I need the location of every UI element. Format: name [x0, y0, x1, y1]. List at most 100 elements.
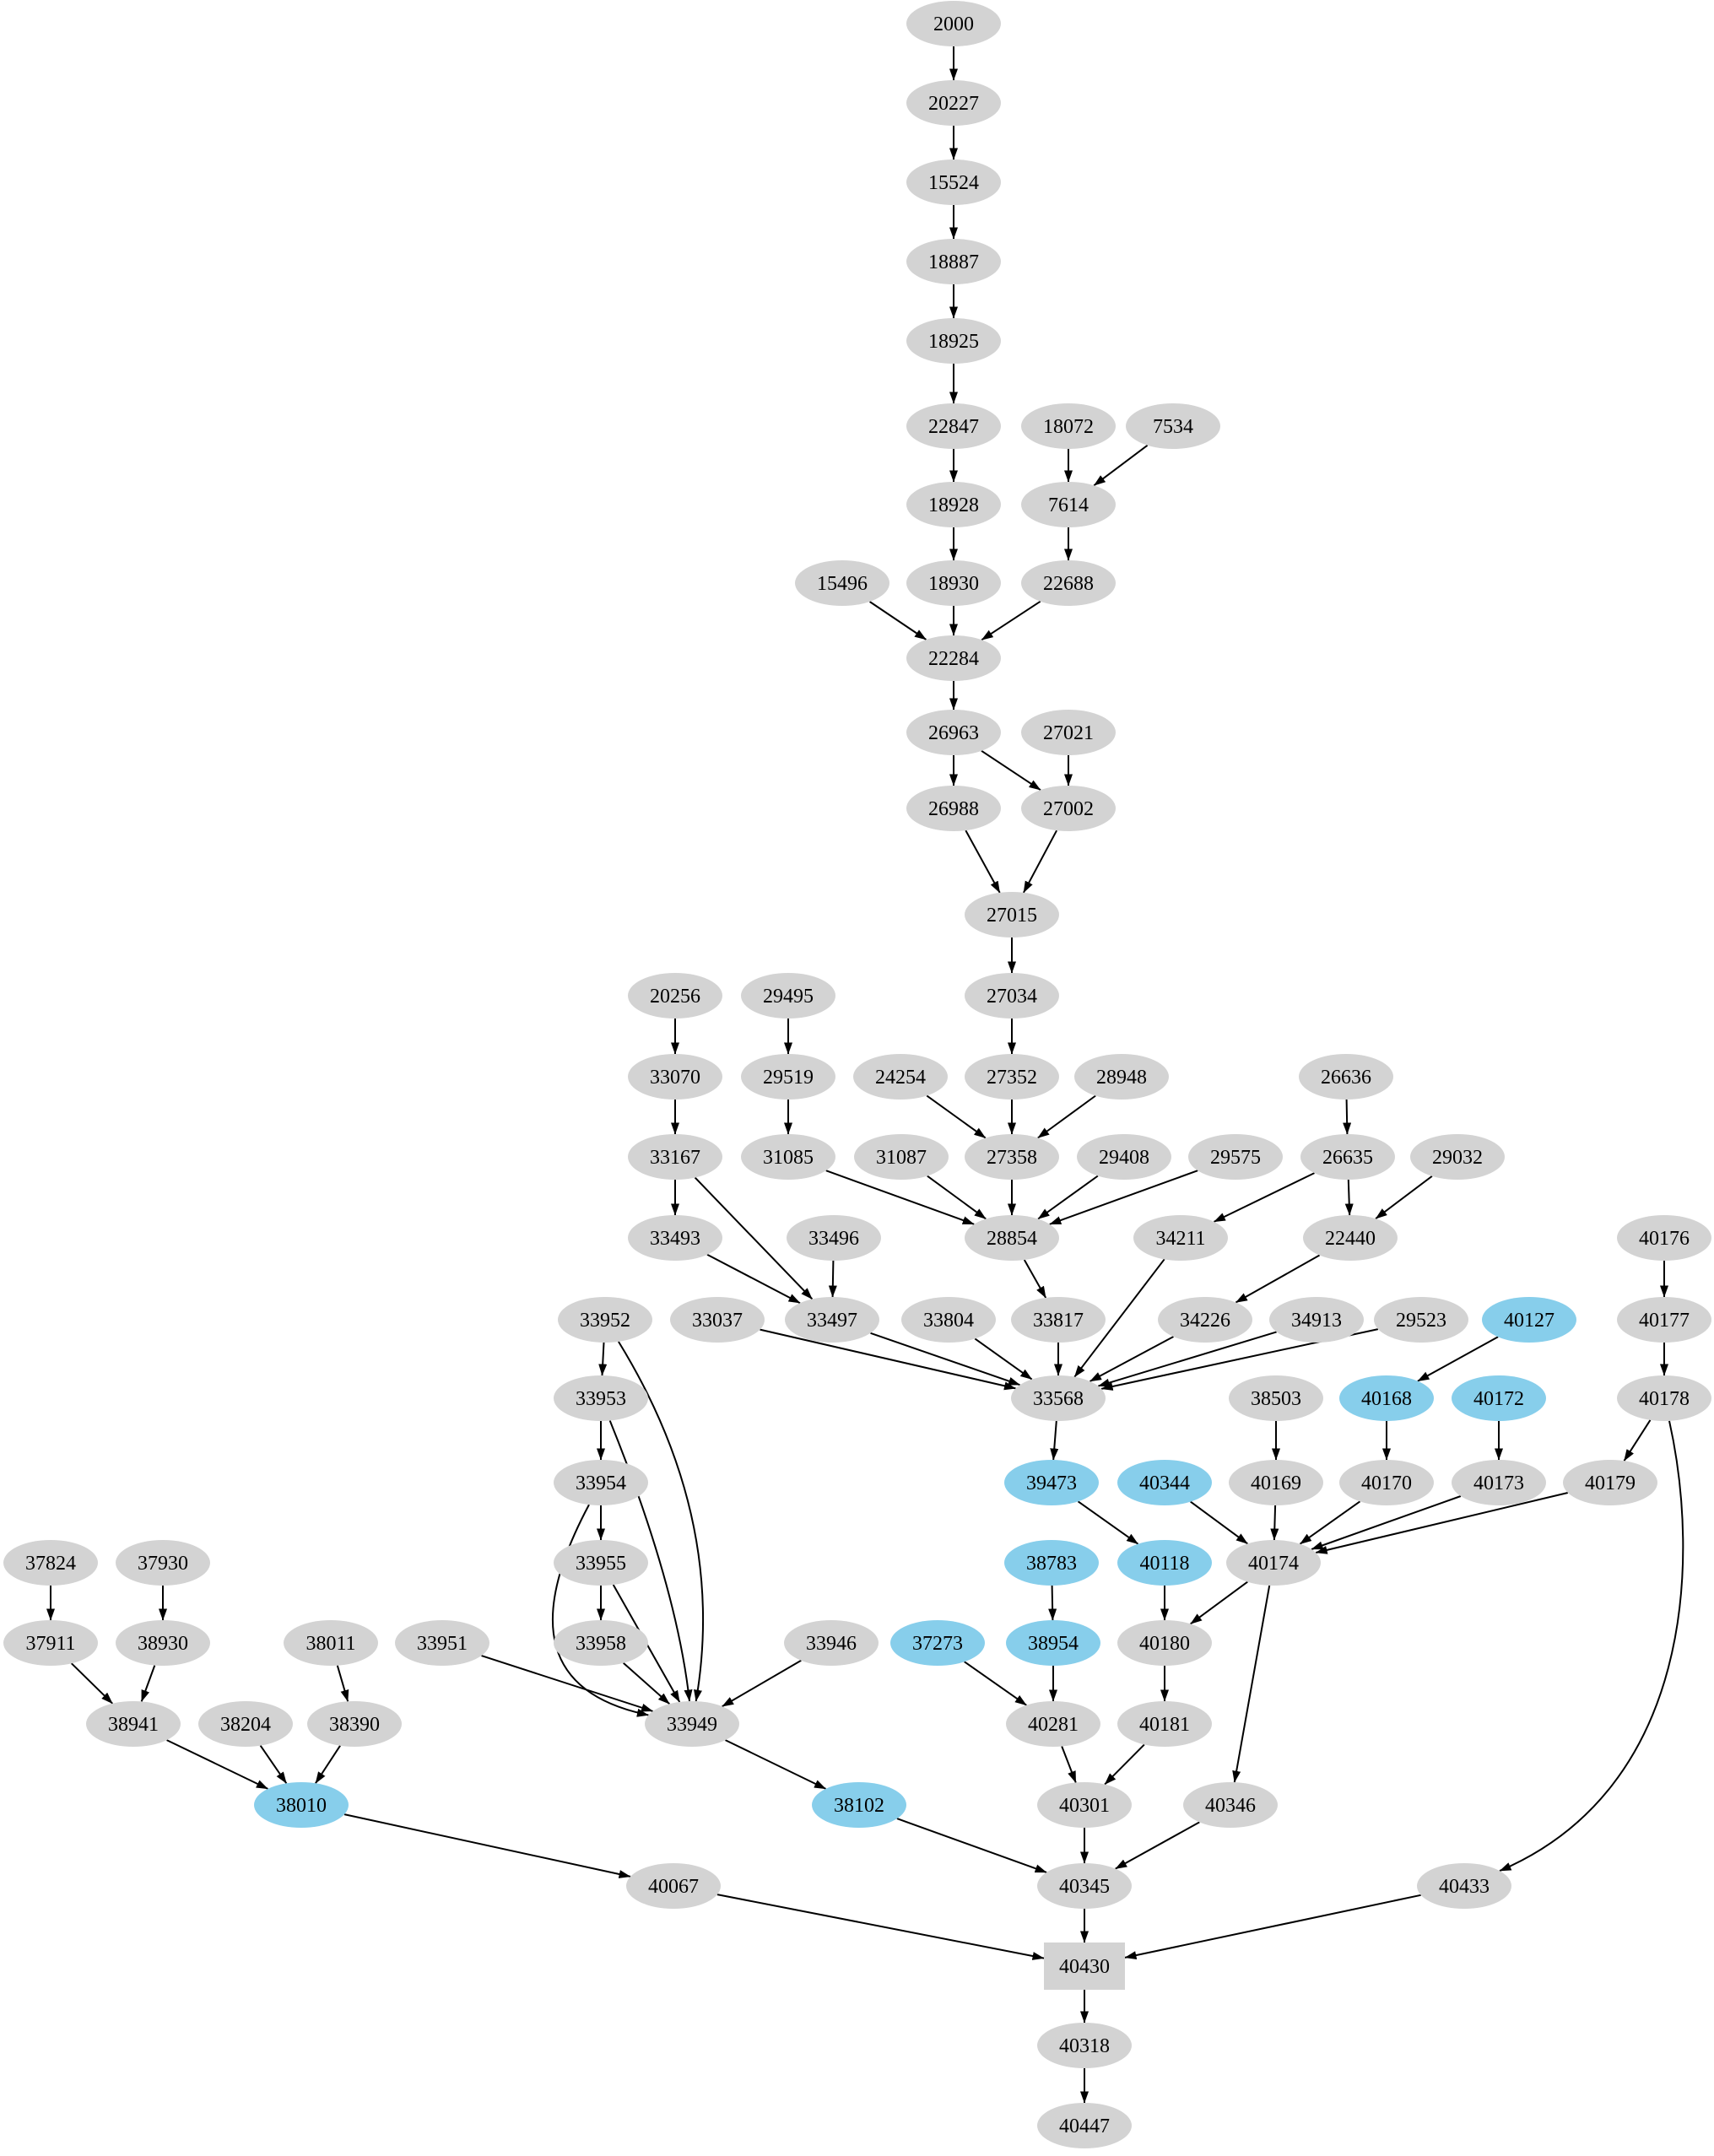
edge-40178-40179 — [1623, 1419, 1652, 1462]
node-38941: 38941 — [86, 1701, 181, 1747]
node-label-40447: 40447 — [1059, 2115, 1110, 2137]
node-label-33493: 33493 — [650, 1228, 700, 1250]
node-38954: 38954 — [1006, 1620, 1100, 1666]
node-34226: 34226 — [1158, 1297, 1252, 1343]
node-label-18928: 18928 — [928, 494, 979, 516]
node-label-37824: 37824 — [25, 1553, 76, 1575]
node-shape-ellipse-38783 — [1004, 1540, 1099, 1586]
node-33954: 33954 — [554, 1460, 648, 1505]
edge-33493-33497 — [706, 1253, 801, 1305]
node-40172: 40172 — [1452, 1375, 1546, 1421]
node-37911: 37911 — [3, 1620, 98, 1666]
node-label-33167: 33167 — [650, 1147, 700, 1169]
node-label-33958: 33958 — [576, 1633, 626, 1655]
node-shape-ellipse-38102 — [812, 1782, 906, 1828]
node-shape-ellipse-34226 — [1158, 1297, 1252, 1343]
node-label-33497: 33497 — [807, 1310, 857, 1332]
node-label-29408: 29408 — [1099, 1147, 1149, 1169]
node-label-37911: 37911 — [25, 1633, 75, 1655]
node-label-33954: 33954 — [576, 1472, 626, 1494]
node-shape-ellipse-31085 — [741, 1134, 835, 1180]
node-38783: 38783 — [1004, 1540, 1099, 1586]
edge-15496-22284 — [869, 601, 927, 640]
node-shape-ellipse-40447 — [1037, 2103, 1132, 2148]
node-33946: 33946 — [784, 1620, 879, 1666]
node-label-27352: 27352 — [987, 1067, 1037, 1089]
node-33951: 33951 — [395, 1620, 489, 1666]
node-shape-ellipse-33955 — [554, 1540, 648, 1586]
edge-40344-40174 — [1190, 1500, 1248, 1545]
node-40181: 40181 — [1117, 1701, 1212, 1747]
node-label-15524: 15524 — [928, 172, 979, 194]
edge-37273-40281 — [964, 1661, 1027, 1706]
node-40430: 40430 — [1044, 1943, 1125, 1990]
edge-38102-40345 — [896, 1818, 1047, 1873]
node-33070: 33070 — [628, 1054, 722, 1100]
node-shape-ellipse-33954 — [554, 1460, 648, 1505]
edge-28948-27358 — [1037, 1094, 1096, 1139]
node-label-29523: 29523 — [1396, 1310, 1446, 1332]
node-shape-ellipse-33493 — [628, 1215, 722, 1261]
node-29408: 29408 — [1077, 1134, 1171, 1180]
node-label-40180: 40180 — [1139, 1633, 1190, 1655]
node-shape-ellipse-40174 — [1226, 1540, 1321, 1586]
node-27021: 27021 — [1021, 710, 1116, 755]
node-40067: 40067 — [626, 1863, 721, 1909]
node-label-26635: 26635 — [1322, 1147, 1373, 1169]
node-38011: 38011 — [284, 1620, 378, 1666]
node-label-40301: 40301 — [1059, 1795, 1110, 1817]
node-label-18925: 18925 — [928, 331, 979, 353]
node-shape-ellipse-2000 — [906, 1, 1001, 46]
node-label-18887: 18887 — [928, 251, 979, 273]
node-shape-ellipse-40180 — [1117, 1620, 1212, 1666]
node-34211: 34211 — [1133, 1215, 1228, 1261]
edge-38010-40067 — [343, 1813, 631, 1878]
node-shape-ellipse-33953 — [554, 1375, 648, 1421]
node-label-26988: 26988 — [928, 798, 979, 820]
node-31087: 31087 — [854, 1134, 949, 1180]
node-label-29495: 29495 — [763, 986, 814, 1008]
node-shape-ellipse-18072 — [1021, 403, 1116, 449]
edge-37911-38941 — [71, 1662, 113, 1705]
node-shape-ellipse-40318 — [1037, 2023, 1132, 2068]
edge-28854-33817 — [1023, 1259, 1047, 1299]
node-shape-ellipse-38954 — [1006, 1620, 1100, 1666]
node-label-40346: 40346 — [1205, 1795, 1256, 1817]
node-40345: 40345 — [1037, 1863, 1132, 1909]
node-label-7614: 7614 — [1048, 494, 1089, 516]
node-33952: 33952 — [558, 1297, 652, 1343]
node-shape-ellipse-38010 — [254, 1782, 349, 1828]
node-38930: 38930 — [116, 1620, 210, 1666]
node-label-40176: 40176 — [1639, 1228, 1690, 1250]
node-31085: 31085 — [741, 1134, 835, 1180]
node-shape-ellipse-20227 — [906, 80, 1001, 126]
edge-layer — [46, 46, 1684, 2104]
node-shape-ellipse-29408 — [1077, 1134, 1171, 1180]
edge-33497-33568 — [870, 1332, 1020, 1386]
node-shape-box-40430 — [1044, 1943, 1125, 1990]
node-label-15496: 15496 — [817, 573, 868, 595]
node-shape-ellipse-33497 — [785, 1297, 879, 1343]
node-label-40433: 40433 — [1439, 1876, 1490, 1898]
node-label-33946: 33946 — [806, 1633, 857, 1655]
edge-31087-28854 — [927, 1175, 987, 1220]
edge-34211-33568 — [1073, 1258, 1165, 1378]
node-18072: 18072 — [1021, 403, 1116, 449]
node-38102: 38102 — [812, 1782, 906, 1828]
node-33497: 33497 — [785, 1297, 879, 1343]
node-2000: 2000 — [906, 1, 1001, 46]
node-shape-ellipse-27358 — [965, 1134, 1059, 1180]
node-shape-ellipse-22688 — [1021, 560, 1116, 606]
node-33167: 33167 — [628, 1134, 722, 1180]
node-22284: 22284 — [906, 635, 1001, 681]
node-label-22847: 22847 — [928, 416, 979, 438]
node-label-40345: 40345 — [1059, 1876, 1110, 1898]
edge-33496-33497 — [828, 1260, 837, 1298]
node-label-40172: 40172 — [1473, 1388, 1524, 1410]
edge-33568-39473 — [1050, 1420, 1059, 1461]
node-shape-ellipse-27021 — [1021, 710, 1116, 755]
node-shape-ellipse-29519 — [741, 1054, 835, 1100]
node-shape-ellipse-27034 — [965, 973, 1059, 1019]
node-shape-ellipse-27015 — [965, 892, 1059, 938]
